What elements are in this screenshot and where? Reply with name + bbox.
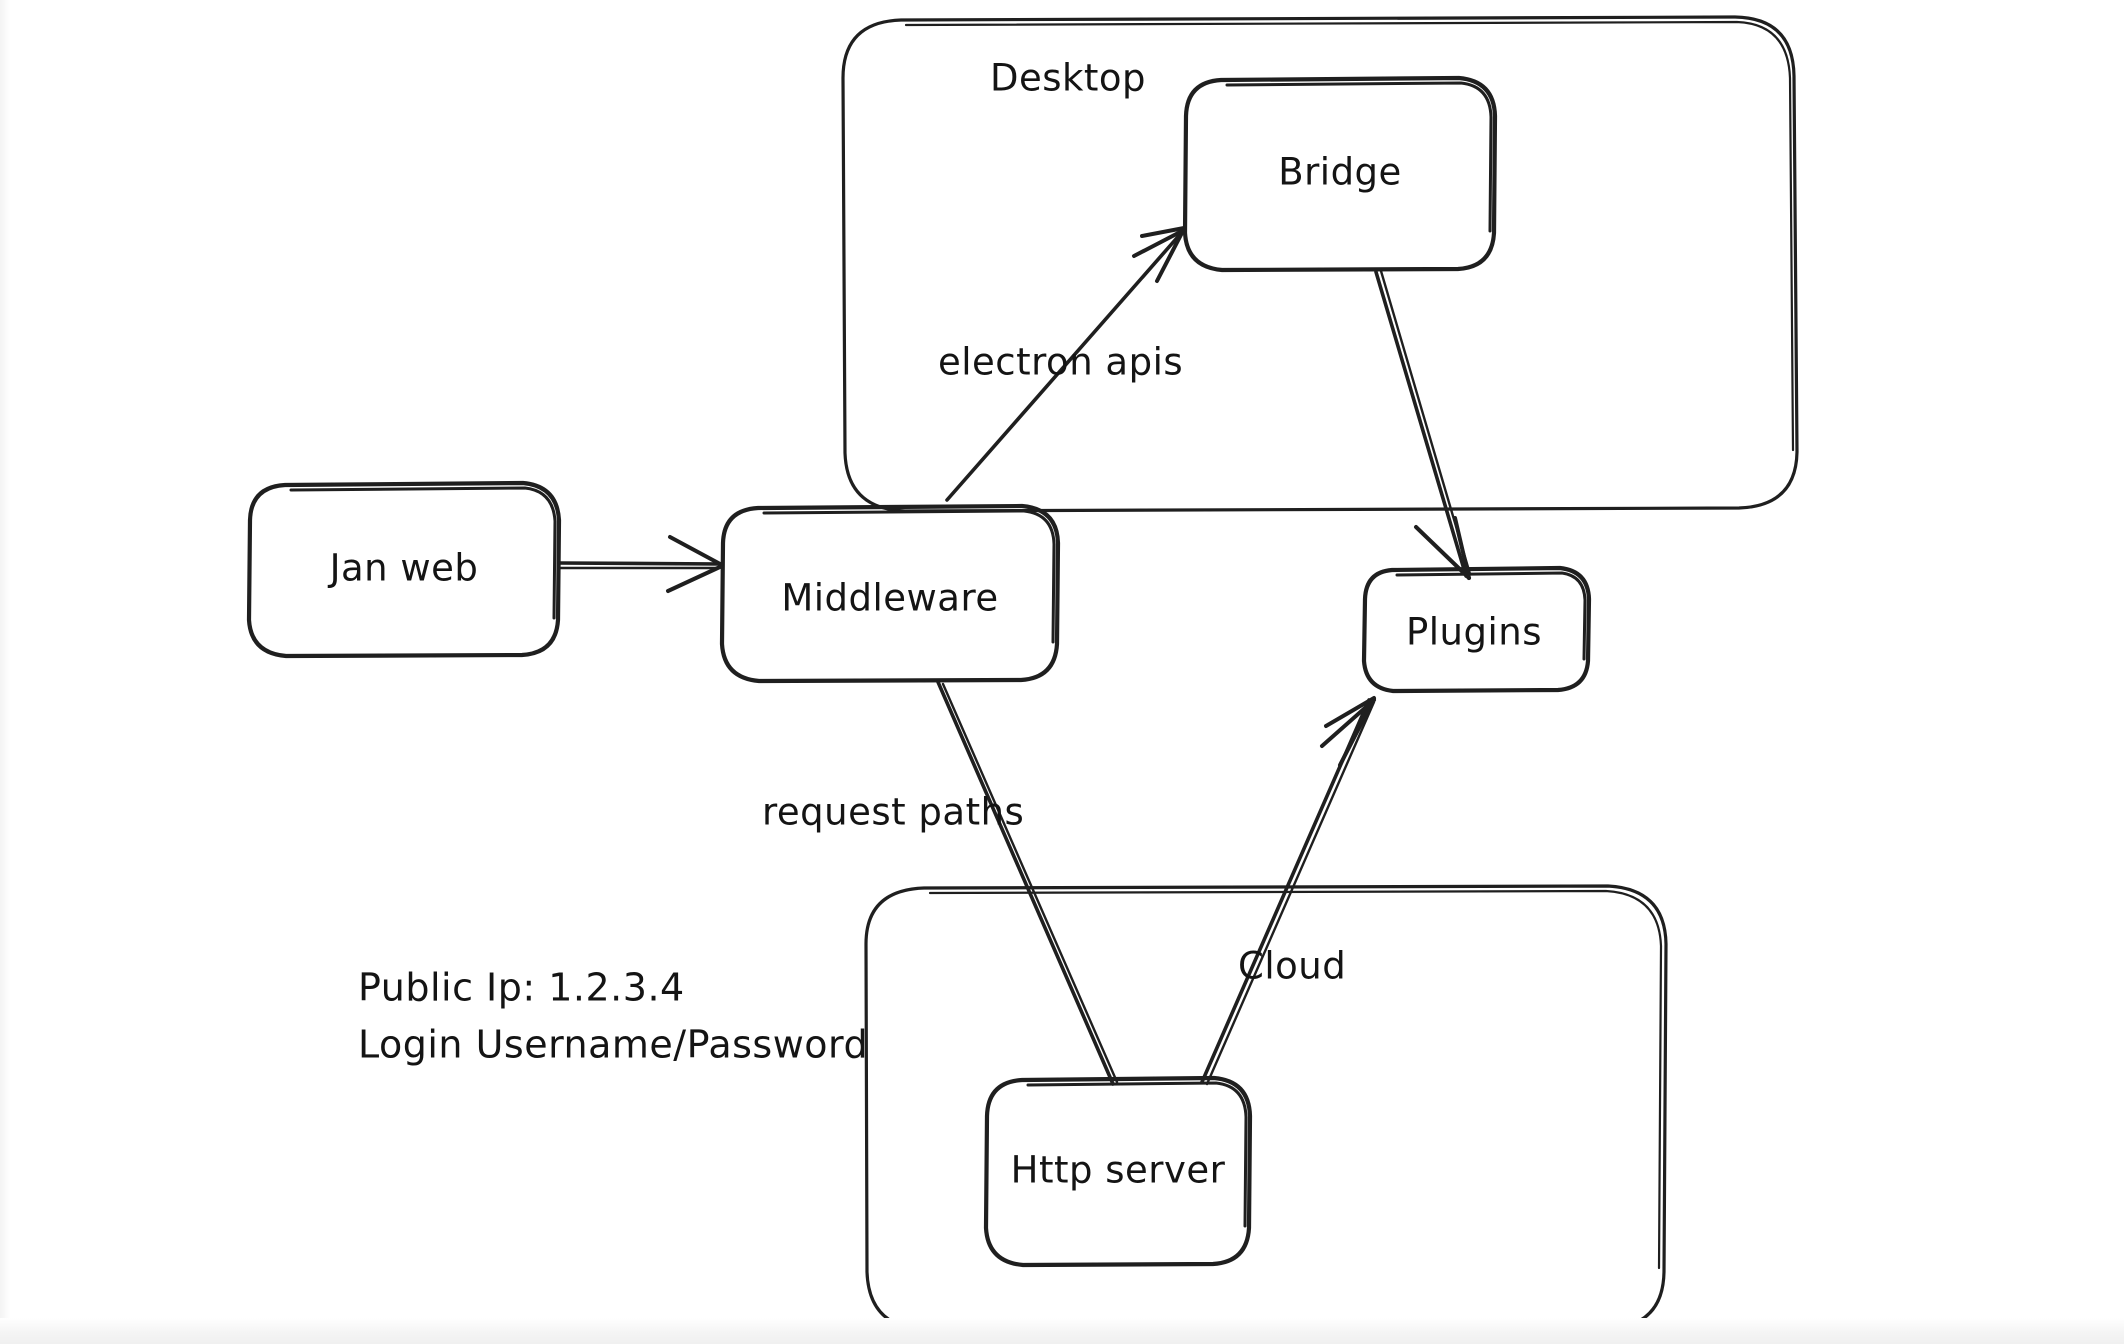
janweb-middleware-line bbox=[557, 561, 723, 566]
httpserver-plugins-arrowhead-lower bbox=[1338, 697, 1376, 767]
edge-label-electron-apis: electron apis bbox=[938, 341, 1183, 384]
plugins-box bbox=[1361, 565, 1592, 694]
bridge-box-sketch bbox=[1225, 81, 1493, 233]
httpserver-plugins-line-sketch bbox=[1205, 700, 1376, 1086]
note-public-ip: Public Ip: 1.2.3.4 Login Username/Passwo… bbox=[358, 966, 868, 1067]
middleware-box bbox=[719, 503, 1061, 684]
middleware-box-sketch bbox=[762, 509, 1056, 644]
desktop-border bbox=[841, 15, 1799, 513]
bridge-label: Bridge bbox=[1278, 151, 1402, 194]
edge-janweb-to-middleware bbox=[557, 535, 724, 593]
node-plugins[interactable]: Plugins bbox=[1361, 565, 1592, 694]
edge-label-request-paths: request paths bbox=[762, 791, 1024, 834]
bridge-plugins-arrowhead-right bbox=[1453, 516, 1471, 580]
edge-middleware-to-bridge: electron apis bbox=[938, 226, 1186, 502]
janweb-middleware-arrowhead-lower bbox=[666, 564, 724, 593]
middleware-bridge-arrowhead-upper bbox=[1140, 226, 1186, 238]
middleware-bridge-line bbox=[945, 229, 1185, 502]
bridge-plugins-line bbox=[1374, 270, 1468, 578]
node-middleware[interactable]: Middleware bbox=[719, 503, 1061, 684]
group-desktop: Desktop bbox=[841, 15, 1799, 513]
server-host-border-sketch bbox=[928, 889, 1663, 1270]
httpserver-plugins-arrowhead-mid bbox=[1320, 698, 1376, 748]
desktop-border-sketch bbox=[904, 20, 1795, 452]
node-http-server[interactable]: Http server bbox=[983, 1075, 1253, 1268]
jan-web-box bbox=[246, 480, 562, 659]
node-bridge[interactable]: Bridge bbox=[1182, 75, 1498, 273]
note-line-public-ip: Public Ip: 1.2.3.4 bbox=[358, 966, 685, 1010]
middleware-httpserver-line bbox=[936, 680, 1115, 1086]
jan-web-label: Jan web bbox=[328, 547, 479, 590]
http-server-box-sketch bbox=[1026, 1081, 1248, 1228]
http-server-box bbox=[983, 1075, 1253, 1268]
desktop-label: Desktop bbox=[990, 57, 1146, 100]
middleware-label: Middleware bbox=[781, 577, 998, 620]
edge-label-cloud: Cloud bbox=[1238, 945, 1346, 988]
httpserver-plugins-arrowhead-upper bbox=[1324, 696, 1376, 728]
edge-httpserver-to-plugins: Cloud bbox=[1200, 696, 1376, 1086]
bridge-plugins-arrowhead-left bbox=[1414, 525, 1471, 580]
bridge-box bbox=[1182, 75, 1498, 273]
plugins-box-sketch bbox=[1395, 571, 1587, 661]
note-line-login: Login Username/Password bbox=[358, 1023, 868, 1067]
edge-middleware-to-httpserver: request paths bbox=[762, 680, 1119, 1086]
middleware-httpserver-line-sketch bbox=[941, 682, 1119, 1084]
edge-bridge-to-plugins bbox=[1374, 269, 1472, 580]
jan-web-box-sketch bbox=[289, 486, 557, 620]
janweb-middleware-arrowhead-upper bbox=[668, 535, 724, 567]
plugins-label: Plugins bbox=[1406, 611, 1542, 654]
http-server-label: Http server bbox=[1011, 1149, 1226, 1192]
middleware-bridge-arrowhead-mid bbox=[1132, 228, 1186, 258]
node-jan-web[interactable]: Jan web bbox=[246, 480, 562, 659]
middleware-bridge-arrowhead-lower bbox=[1155, 227, 1186, 283]
